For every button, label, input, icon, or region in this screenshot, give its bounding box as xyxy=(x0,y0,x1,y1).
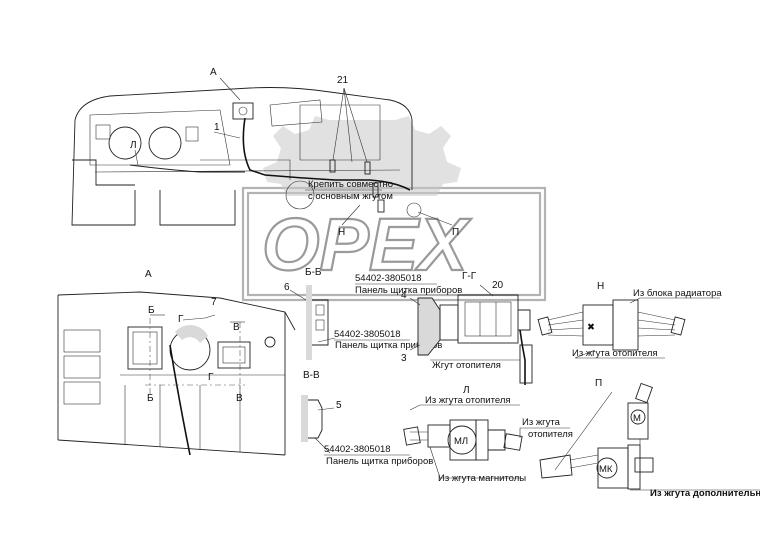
section-gg-title: Г-Г xyxy=(462,271,477,282)
section-v-marker-2: В xyxy=(236,393,243,404)
ml-mark: МЛ xyxy=(454,436,468,447)
watermark-text: OPEX xyxy=(262,203,472,286)
tachometer xyxy=(148,126,182,160)
heater-switch-block xyxy=(232,102,254,120)
m-mark: М xyxy=(633,413,641,424)
svg-text:✖: ✖ xyxy=(587,322,595,333)
fasten-note-line2: с основным жгутом xyxy=(308,191,393,202)
part-4-label: 4 xyxy=(401,290,407,301)
view-a-detail: А Б Г В Б Г В 7 xyxy=(57,269,296,456)
panel-code-bb: 54402-3805018 xyxy=(334,329,401,340)
part-1-label: 1 xyxy=(214,122,220,133)
section-g-marker-2: Г xyxy=(208,372,214,383)
speedometer xyxy=(108,126,142,160)
heater-harness-label: Жгут отопителя xyxy=(432,360,501,371)
connector-m xyxy=(627,402,649,440)
section-v-marker-1: В xyxy=(233,322,240,333)
section-vv: В-В 5 54402-3805018 Панель щитка приборо… xyxy=(301,370,433,467)
panel-code-top: 54402-3805018 xyxy=(355,273,422,284)
panel-code-vv: 54402-3805018 xyxy=(324,444,391,455)
section-vv-title: В-В xyxy=(303,370,320,381)
connector-n-right xyxy=(612,299,639,351)
connector-20 xyxy=(457,294,519,344)
section-bb: Б-Б 6 54402-3805018 Панель щитка приборо… xyxy=(284,267,442,360)
part-3-label: 3 xyxy=(401,353,407,364)
view-l-title: Л xyxy=(463,385,470,396)
from-heater-harness-n-label: Из жгута отопителя xyxy=(572,348,658,359)
part-21-label: 21 xyxy=(337,75,349,86)
section-bb-title: Б-Б xyxy=(305,267,322,278)
from-heater-harness-l-label: Из жгута отопителя xyxy=(425,395,511,406)
fasten-note-line1: Крепить совместно xyxy=(308,179,393,190)
part-7-label: 7 xyxy=(211,297,217,308)
panel-name-bb: Панель щитка приборов xyxy=(335,340,442,351)
watermark-logo: OPEX xyxy=(241,116,547,302)
view-a-marker: А xyxy=(210,67,217,78)
panel-name-vv: Панель щитка приборов xyxy=(326,456,433,467)
mk-mark: МК xyxy=(599,464,613,475)
section-b-marker-1: Б xyxy=(148,305,155,316)
view-n-marker: Н xyxy=(338,227,345,238)
part-20-label: 20 xyxy=(492,280,504,291)
from-radio-harness-label: Из жгута магнитолы xyxy=(438,473,526,484)
part-5-label: 5 xyxy=(336,400,342,411)
view-l-marker: Л xyxy=(130,140,137,151)
view-a-title: А xyxy=(145,269,152,280)
view-p-marker: П xyxy=(452,227,459,238)
dashboard-top-view: А 21 1 Л Н П Крепить совместно с основны… xyxy=(71,67,459,238)
from-additional-harness-label: Из жгута дополнительного xyxy=(650,488,760,499)
mount-clip-circle xyxy=(285,180,315,210)
view-n-title: Н xyxy=(597,281,604,292)
view-n: Н ✖ Из блока радиатора Из жгута отопител… xyxy=(537,281,722,359)
from-heater-harness-l2-line2: отопителя xyxy=(528,429,573,440)
section-g-marker-1: Г xyxy=(178,314,184,325)
part-6-label: 6 xyxy=(284,282,290,293)
from-radiator-block-label: Из блока радиатора xyxy=(633,288,722,299)
section-b-marker-2: Б xyxy=(147,393,154,404)
view-l: Л МЛ Из жгута отопителя Из жгута отопите… xyxy=(403,385,573,484)
section-gg: Г-Г 54402-3805018 Панель щитка приборов … xyxy=(355,271,533,385)
view-p: П МК М Из жгута дополнительного xyxy=(539,378,760,499)
view-p-title: П xyxy=(595,378,602,389)
from-heater-harness-l2-line1: Из жгута xyxy=(522,417,561,428)
panel-name-top: Панель щитка приборов xyxy=(355,285,462,296)
